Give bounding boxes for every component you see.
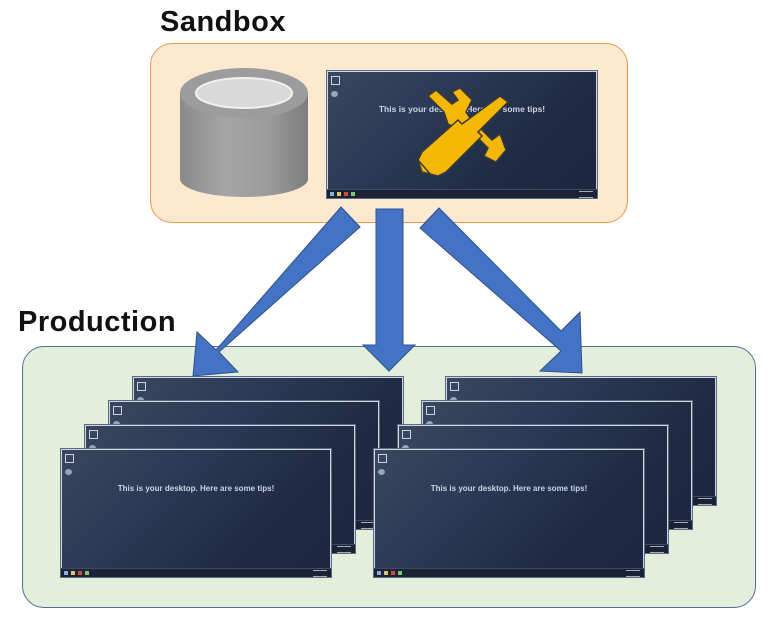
production-label: Production	[18, 306, 177, 338]
sandbox-desktop-screen: This is your desktop. Here are some tips…	[326, 70, 598, 199]
production-desktop-screen: This is your desktop. Here are some tips…	[60, 448, 332, 578]
desktop-tip-title: This is your desktop. Here are some tips…	[117, 483, 275, 493]
desktop-tip-title: This is your desktop. Here are some tips…	[430, 483, 588, 493]
production-desktop-screen: This is your desktop. Here are some tips…	[373, 448, 645, 578]
sandbox-label: Sandbox	[160, 6, 286, 38]
desktop-tip-title: This is your desktop. Here are some tips…	[378, 104, 546, 115]
